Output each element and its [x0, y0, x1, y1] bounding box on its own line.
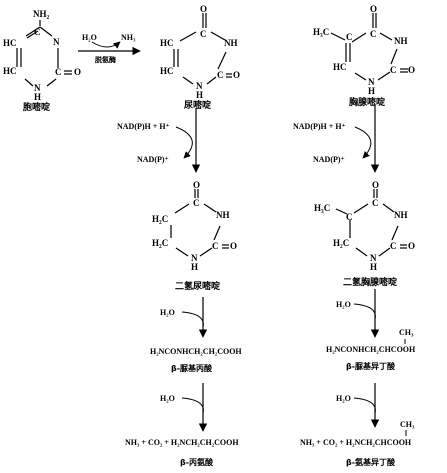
thymine-hc6: HC: [333, 62, 347, 72]
ureidoisobutyrate-label: β-脲基异丁酸: [346, 362, 396, 371]
dihydrouracil-o2: O: [230, 241, 238, 251]
uracil-n1-hydrogen: H: [196, 90, 204, 100]
left-nadph-label: NAD(P)H + H⁺: [117, 122, 170, 131]
left-water-curve-2: [181, 397, 204, 414]
dihydrothymine-o4: O: [372, 180, 380, 190]
right-nadph-label: NAD(P)H + H⁺: [293, 122, 346, 131]
water-in-curve: [91, 41, 121, 49]
ureidopropionate-formula: H₂NCONHCH₂CH₂COOH: [150, 347, 242, 356]
thymine-n1: N: [368, 77, 375, 87]
cytosine-c4: C: [34, 27, 41, 37]
uracil-hc6: HC: [160, 66, 174, 76]
dihydrothymine-ring-bonds: [335, 189, 407, 257]
dihydrothymine-o2: O: [408, 241, 416, 251]
uracil-hc5: HC: [160, 38, 174, 48]
dihydrouracil-h2c6: H₂C: [152, 238, 169, 248]
aminoisobutyrate-products-formula: NH₃ + CO₂ + H₂NCH₂CHCOOH: [300, 438, 412, 447]
dihydrothymine-n1: N: [370, 253, 377, 263]
thymine-c5: C: [346, 32, 353, 42]
uracil-n1: N: [196, 81, 203, 91]
dihydrothymine-n3h: NH: [394, 210, 408, 220]
dihydrouracil-h2c5: H₂C: [152, 214, 169, 224]
dihydrouracil-n3h: NH: [216, 210, 230, 220]
alanine-products-formula: NH₃ + CO₂ + H₂NCH₂CH₂COOH: [125, 438, 239, 447]
dihydrouracil-o4: O: [193, 180, 201, 190]
right-nadp-label: NAD(P)⁺: [313, 155, 345, 164]
ureidoisobutyrate-formula: H₂NCONHCH₂CHCOOH: [326, 345, 416, 354]
cytosine-n1: N: [34, 83, 41, 93]
left-cofactor-curve: [175, 126, 193, 159]
thymine-n3h: NH: [394, 36, 408, 46]
dihydrothymine-label: 二氢胸腺嘧啶: [343, 278, 398, 288]
left-water-curve-1: [181, 311, 204, 328]
dihydrothymine-c5: C: [346, 212, 353, 222]
ureidopropionate-label: β-脲基丙酸: [171, 364, 213, 373]
cytosine-c2: C: [55, 67, 62, 77]
dihydrothymine-methyl: H₃C: [314, 203, 331, 213]
uracil-ring-bonds: [173, 13, 232, 85]
step1-water: H₂O: [82, 33, 97, 42]
dihydrouracil-label: 二氢尿嘧啶: [175, 282, 221, 292]
dihydrouracil-ring-bonds: [170, 189, 229, 257]
thymine-n1-hydrogen: H: [368, 86, 376, 96]
right-cofactor-curve: [354, 126, 372, 159]
thymine-c2: C: [390, 65, 397, 75]
cytosine-amino-group: NH₂: [33, 9, 50, 19]
cytosine-oxygen: O: [74, 67, 82, 77]
dihydrothymine-h2c6: H₂C: [333, 238, 350, 248]
uracil-c2: C: [217, 70, 224, 80]
cytosine-hc6: HC: [3, 66, 17, 76]
thymine-label: 胸腺嘧啶: [349, 98, 386, 108]
thymine-o2: O: [408, 65, 416, 75]
uracil-o4: O: [200, 4, 208, 14]
cytosine-ring-bonds: [16, 20, 72, 87]
dihydrothymine-n1-hydrogen: H: [370, 262, 378, 272]
right-water-curve-2: [353, 397, 376, 414]
dihydrothymine-c4: C: [372, 198, 379, 208]
left-nadp-label: NAD(P)⁺: [137, 155, 169, 164]
cytosine-label: 胞嘧啶: [23, 103, 51, 113]
right-water-2: H₂O: [336, 394, 351, 403]
uracil-c4: C: [200, 29, 207, 39]
cytosine-n1-hydrogen: H: [34, 92, 42, 102]
cytosine-n3: N: [53, 37, 60, 47]
dihydrouracil-c4: C: [193, 198, 200, 208]
dihydrothymine-c2: C: [390, 241, 397, 251]
dihydrouracil-n1-hydrogen: H: [191, 262, 199, 272]
deaminase-label: 脱氨酶: [95, 56, 116, 64]
thymine-o4: O: [370, 4, 378, 14]
dihydrouracil-n1: N: [191, 253, 198, 263]
right-water-curve-1: [353, 303, 376, 320]
right-intermediate-methyl: CH₃: [399, 328, 414, 337]
left-water-1: H₂O: [160, 308, 175, 317]
thymine-methyl: H₃C: [313, 27, 330, 37]
cytosine-hc5: HC: [3, 38, 17, 48]
step1-ammonia: NH₃: [121, 33, 136, 42]
uracil-o2: O: [233, 70, 241, 80]
right-product-methyl: CH₃: [400, 420, 415, 429]
dihydrouracil-c2: C: [212, 241, 219, 251]
thymine-ring-bonds: [330, 13, 408, 81]
alanine-label: β-丙氨酸: [180, 458, 214, 467]
right-water-1: H₂O: [336, 300, 351, 309]
aminoisobutyrate-label: β-氨基异丁酸: [346, 458, 396, 467]
thymine-c4: C: [370, 29, 377, 39]
uracil-label: 尿嘧啶: [184, 101, 212, 111]
uracil-n3h: NH: [224, 38, 238, 48]
left-water-2: H₂O: [160, 394, 175, 403]
